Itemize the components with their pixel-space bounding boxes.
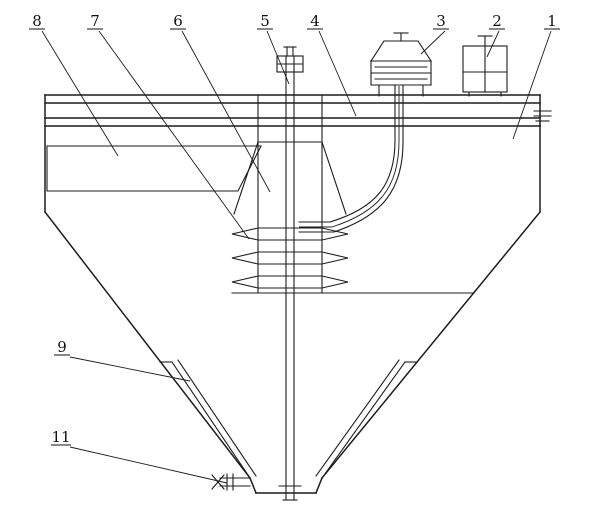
callout-label-2: 2 [492, 12, 502, 30]
callout-1: 1 [512, 12, 560, 140]
callout-label-5: 5 [260, 12, 270, 30]
leader-line-9 [69, 356, 191, 382]
leader-line-8 [41, 30, 119, 157]
leader-line-1 [512, 30, 552, 140]
leader-line-5 [266, 30, 290, 85]
callout-11: 11 [51, 428, 228, 484]
bottom-valve [211, 473, 251, 491]
callout-label-3: 3 [436, 12, 446, 30]
rim-fitting [533, 110, 552, 122]
leader-line-6 [181, 30, 271, 193]
leader-line-4 [318, 30, 357, 117]
callout-label-11: 11 [51, 428, 70, 446]
callout-3: 3 [420, 12, 449, 55]
feed-pipe [298, 85, 404, 233]
callout-label-9: 9 [57, 338, 67, 356]
leader-line-11 [69, 446, 228, 484]
callout-6: 6 [170, 12, 271, 193]
callout-2: 2 [486, 12, 505, 58]
tank-shell [43, 94, 542, 494]
drive-unit [369, 32, 433, 97]
inclined-plate-hatched [46, 145, 262, 192]
callout-8: 8 [29, 12, 119, 157]
callout-5: 5 [257, 12, 290, 85]
leader-line-7 [98, 30, 250, 240]
callout-label-4: 4 [310, 12, 320, 30]
baffle-plate-stack [231, 227, 475, 294]
leader-line-3 [420, 30, 446, 55]
callouts: 8 7 6 5 4 3 2 [29, 12, 560, 484]
callout-label-7: 7 [90, 12, 100, 30]
feed-box [462, 35, 508, 97]
center-shaft [276, 46, 304, 501]
feedwell [233, 95, 347, 294]
motor-fin-cap [369, 40, 433, 62]
inner-cone [159, 359, 418, 479]
callout-7: 7 [87, 12, 250, 240]
callout-9: 9 [54, 338, 191, 382]
callout-label-8: 8 [32, 12, 42, 30]
callout-label-1: 1 [547, 12, 557, 30]
callout-4: 4 [307, 12, 357, 117]
leader-line-2 [486, 30, 500, 58]
callout-label-6: 6 [173, 12, 183, 30]
